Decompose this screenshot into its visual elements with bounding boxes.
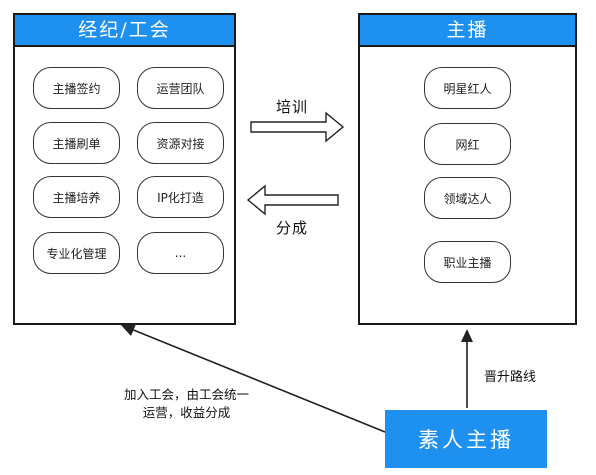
- agency-panel: 经纪/工会 主播签约 运营团队 主播刷单 资源对接 主播培养 IP化打造 专业化…: [13, 13, 236, 325]
- share-label: 分成: [276, 219, 309, 237]
- anchor-panel-title: 主播: [360, 15, 575, 47]
- share-arrow: [246, 184, 339, 216]
- agency-item-anchor-training[interactable]: 主播培养: [33, 176, 120, 218]
- agency-item-professional-management[interactable]: 专业化管理: [33, 232, 120, 274]
- promote-label: 晋升路线: [484, 370, 537, 385]
- agency-item-more[interactable]: ...: [137, 232, 224, 274]
- amateur-anchor-box[interactable]: 素人主播: [385, 410, 547, 468]
- agency-item-anchor-signing[interactable]: 主播签约: [33, 67, 120, 109]
- anchor-item-domain-expert[interactable]: 领域达人: [424, 177, 511, 219]
- agency-item-resource-docking[interactable]: 资源对接: [137, 122, 224, 164]
- join-label-line1: 加入工会，由工会统一: [123, 387, 249, 402]
- agency-panel-title: 经纪/工会: [15, 15, 234, 47]
- anchor-item-celebrity[interactable]: 明星红人: [424, 67, 511, 109]
- anchor-panel: 主播 明星红人 网红 领域达人 职业主播: [358, 13, 577, 325]
- agency-item-operation-team[interactable]: 运营团队: [137, 67, 224, 109]
- agency-item-order-boosting[interactable]: 主播刷单: [33, 122, 120, 164]
- join-arrow-head: [121, 324, 136, 336]
- agency-item-ip-building[interactable]: IP化打造: [137, 176, 224, 218]
- train-label: 培训: [276, 98, 309, 116]
- join-label-line2: 运营，收益分成: [142, 405, 231, 420]
- anchor-item-professional-anchor[interactable]: 职业主播: [424, 241, 511, 283]
- promote-arrow-head: [461, 329, 473, 342]
- train-arrow: [250, 111, 345, 143]
- anchor-item-influencer[interactable]: 网红: [424, 123, 511, 165]
- join-label: 加入工会，由工会统一 运营，收益分成: [104, 386, 269, 422]
